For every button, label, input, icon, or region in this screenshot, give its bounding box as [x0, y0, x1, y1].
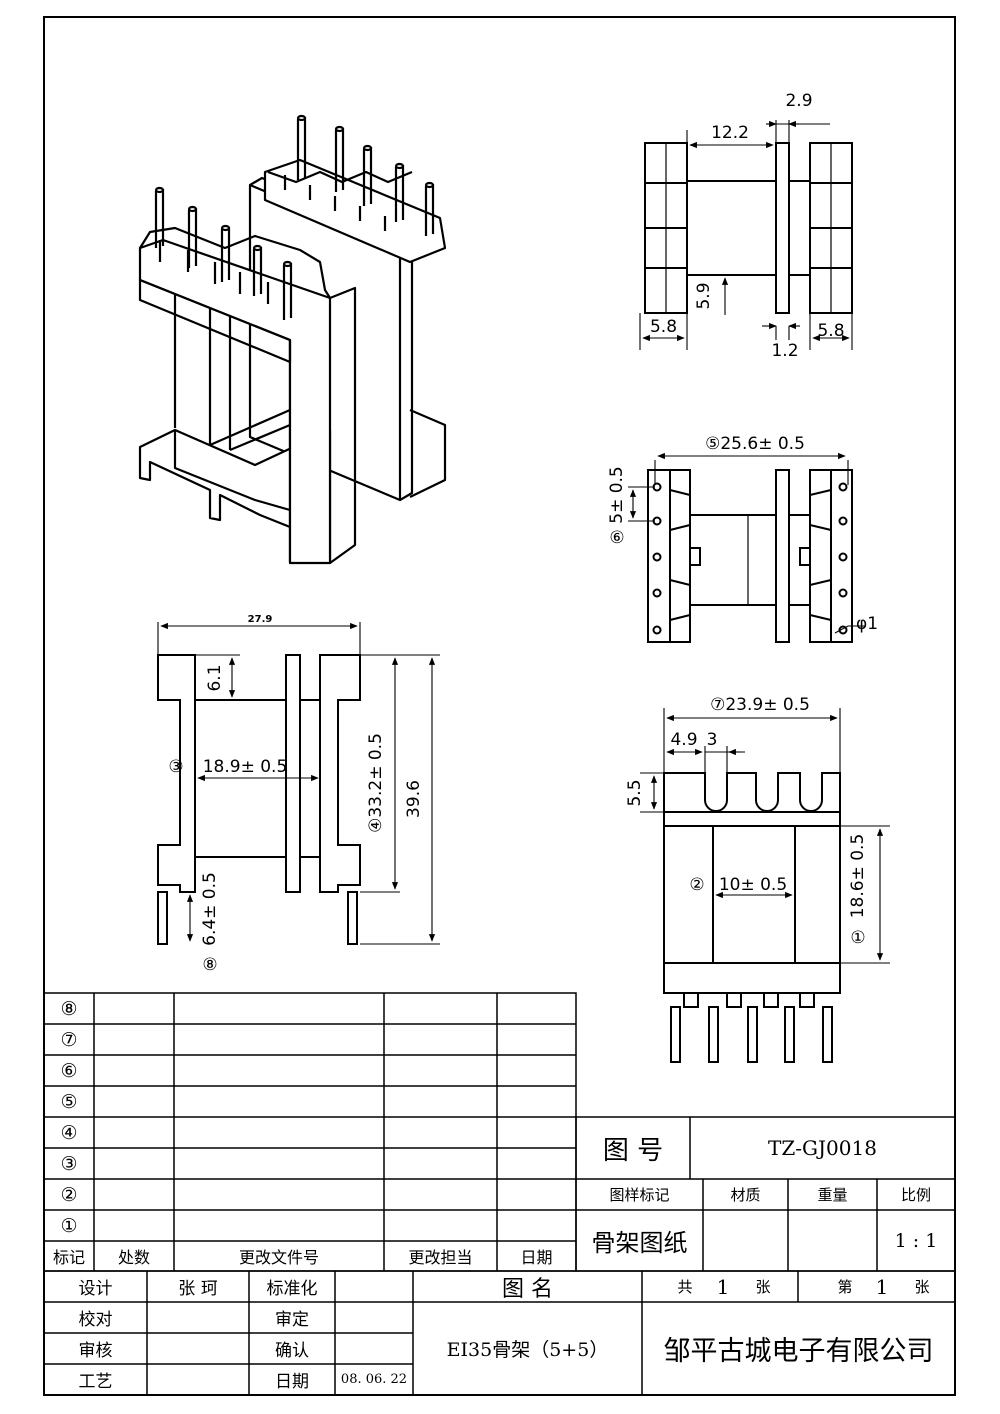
marker-3: ③ [168, 757, 184, 777]
confirm-label: 确认 [275, 1341, 309, 1361]
title-block-grid [43, 1116, 956, 1396]
dim-5-9: 5.9 [694, 282, 714, 310]
dim-5-5: 5.5 [625, 779, 645, 807]
dim-2-9: 2.9 [785, 91, 813, 111]
sheet-unit: 张 [914, 1278, 930, 1296]
revision-marker-5: ⑤ [60, 1090, 78, 1113]
header-mark: 标记 [52, 1248, 85, 1267]
revision-table-grid [43, 992, 577, 1272]
total-value: 1 [716, 1274, 730, 1299]
review-label: 审定 [275, 1310, 309, 1330]
drawing-number: TZ-GJ0018 [768, 1136, 877, 1160]
dim-3: 3 [706, 730, 718, 750]
scale-value: 1 : 1 [894, 1229, 938, 1252]
pin-view-dims [628, 452, 866, 634]
header-date: 日期 [520, 1248, 553, 1267]
front-view-dims [640, 708, 890, 964]
company-name: 邹平古城电子有限公司 [663, 1336, 934, 1367]
dim-33-2: ④33.2± 0.5 [366, 733, 386, 833]
standardization-label: 标准化 [266, 1279, 318, 1299]
marker-8: ⑧ [202, 955, 218, 975]
sheet-label: 第 [837, 1278, 853, 1296]
total-label: 共 [677, 1278, 693, 1296]
top-view-dims [639, 120, 853, 350]
drawing-type: 骨架图纸 [591, 1229, 688, 1257]
header-doc-no: 更改文件号 [238, 1248, 319, 1267]
front-view [663, 772, 841, 1063]
dim-25-6: ⑤25.6± 0.5 [705, 434, 805, 454]
dim-23-9: ⑦23.9± 0.5 [710, 695, 810, 715]
scale-label: 比例 [900, 1186, 931, 1204]
header-signer: 更改担当 [408, 1248, 473, 1267]
dim-10: 10± 0.5 [718, 875, 788, 895]
weight-label: 重量 [817, 1186, 848, 1204]
auditor-label: 审核 [78, 1341, 113, 1361]
dim-phi1: φ1 [855, 614, 879, 634]
revision-marker-7: ⑦ [60, 1028, 78, 1051]
dim-18-9: 18.9± 0.5 [202, 757, 288, 777]
revision-marker-6: ⑥ [60, 1059, 78, 1082]
side-view-dims [157, 622, 440, 945]
sample-mark-label: 图样标记 [609, 1186, 670, 1204]
marker-6: ⑥ [609, 528, 625, 548]
header-count: 处数 [117, 1248, 150, 1267]
drawing-name-label: 图 名 [502, 1276, 553, 1302]
designer-name: 张 珂 [178, 1279, 218, 1299]
top-view [644, 142, 853, 314]
revision-marker-4: ④ [60, 1121, 78, 1144]
dim-18-6: 18.6± 0.5 [848, 833, 868, 919]
part-name: EI35骨架（5+5） [446, 1339, 609, 1361]
dim-5-8-right: 5.8 [817, 321, 845, 341]
pin-view [647, 469, 853, 643]
date-value: 08. 06. 22 [340, 1372, 408, 1387]
dim-4-9: 4.9 [670, 730, 698, 750]
dim-5: 5± 0.5 [607, 466, 627, 524]
revision-marker-2: ② [60, 1183, 78, 1206]
dim-39-6: 39.6 [404, 780, 424, 818]
sheet-value: 1 [875, 1274, 889, 1299]
dim-1-2: 1.2 [771, 341, 799, 361]
dim-6-4: 6.4± 0.5 [200, 872, 220, 946]
marker-1: ① [850, 928, 866, 948]
total-unit: 张 [755, 1278, 771, 1296]
revision-marker-8: ⑧ [60, 997, 78, 1020]
dim-12-2: 12.2 [711, 123, 749, 143]
designer-label: 设计 [78, 1279, 113, 1299]
drawing-number-label: 图 号 [602, 1135, 664, 1166]
revision-marker-1: ① [60, 1214, 78, 1237]
dim-5-8-left: 5.8 [649, 317, 678, 337]
date-label: 日期 [275, 1372, 309, 1392]
checker-label: 校对 [78, 1310, 113, 1330]
marker-2: ② [689, 875, 705, 895]
dim-6-1: 6.1 [205, 664, 225, 692]
revision-marker-3: ③ [60, 1152, 78, 1175]
process-label: 工艺 [78, 1372, 113, 1392]
isometric-view [138, 114, 447, 565]
dim-27-9: 27.9 [247, 613, 273, 625]
side-view [157, 654, 361, 945]
material-label: 材质 [730, 1186, 761, 1204]
